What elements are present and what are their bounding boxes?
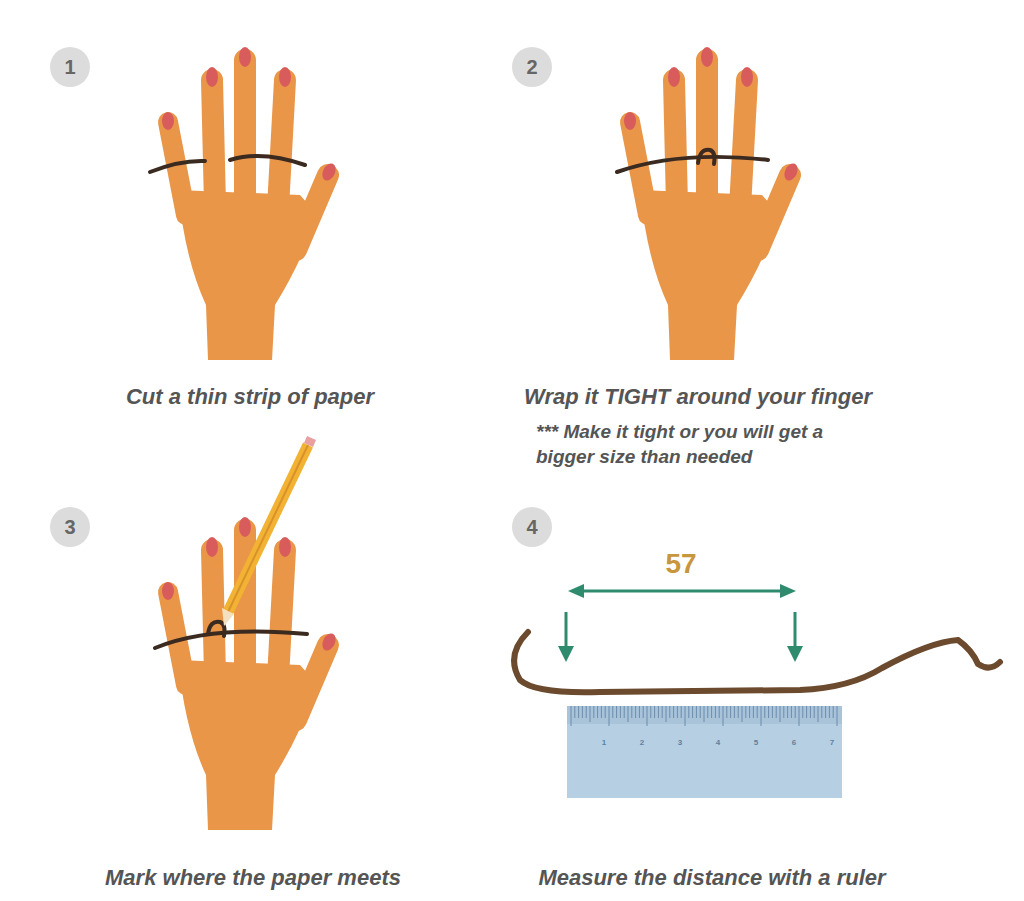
ruler [567, 706, 842, 798]
ruler-number: 6 [792, 738, 796, 748]
step-number: 4 [512, 507, 552, 547]
ruler-number: 1 [602, 738, 606, 748]
step-number-text: 1 [64, 57, 75, 77]
paper-strip [617, 150, 768, 172]
dimension-value: 57 [665, 546, 696, 582]
step-number-text: 3 [64, 517, 75, 537]
step-number-text: 2 [526, 57, 537, 77]
paper-strip [155, 622, 307, 648]
step-number-text: 4 [526, 517, 537, 537]
paper-strip [150, 156, 305, 172]
hand-figure [162, 47, 338, 360]
ruler-number: 7 [830, 738, 834, 748]
step-caption: Mark where the paper meets [105, 864, 401, 893]
pencil [222, 436, 316, 626]
step-caption: Wrap it TIGHT around your finger [524, 383, 872, 412]
ruler-number: 5 [754, 738, 758, 748]
ruler-number: 4 [716, 738, 720, 748]
hand-figure [624, 47, 800, 360]
step-number: 1 [50, 47, 90, 87]
ruler-number: 3 [678, 738, 682, 748]
warning-note: *** Make it tight or you will get a bigg… [536, 420, 866, 469]
step-number: 2 [512, 47, 552, 87]
step-caption: Measure the distance with a ruler [538, 864, 885, 893]
step-number: 3 [50, 507, 90, 547]
ruler-number: 2 [640, 738, 644, 748]
paper-strip [514, 632, 1000, 692]
dimension-arrow [558, 584, 803, 662]
step-caption: Cut a thin strip of paper [126, 383, 374, 412]
